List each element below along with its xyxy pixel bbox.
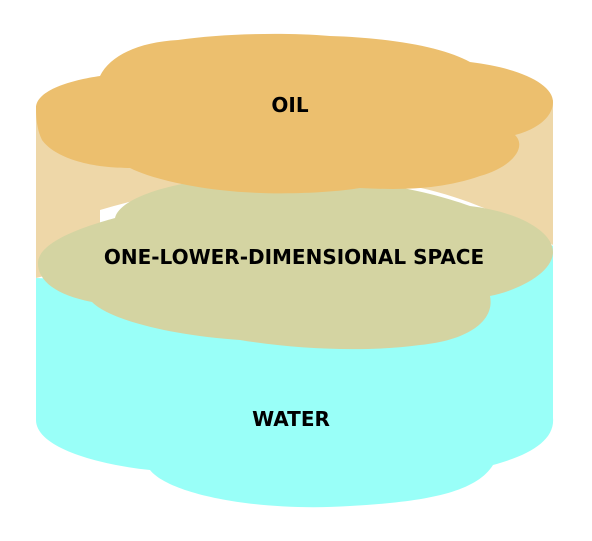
interface-label: ONE-LOWER-DIMENSIONAL SPACE bbox=[104, 245, 484, 269]
water-label: WATER bbox=[252, 407, 330, 431]
interface-layer bbox=[37, 175, 554, 350]
oil-top-surface bbox=[36, 33, 553, 194]
oil-label: OIL bbox=[271, 93, 308, 117]
